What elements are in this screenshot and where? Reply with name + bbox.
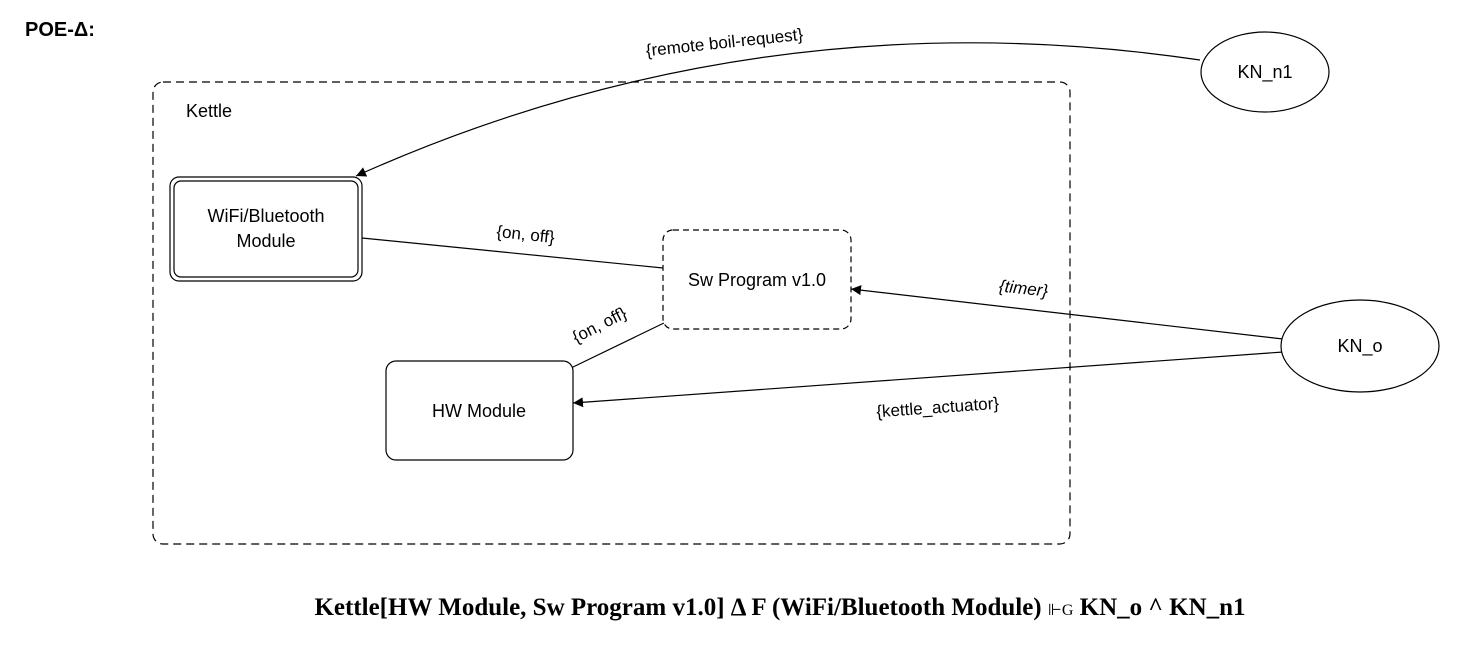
kettle-container <box>152 81 1071 545</box>
hw-module-node: HW Module <box>385 360 574 461</box>
diagram-title: POE-Δ: <box>25 19 95 41</box>
formula-right: KN_o ^ KN_n1 <box>1079 594 1246 621</box>
formula: Kettle[HW Module, Sw Program v1.0] Δ F (… <box>0 594 1482 622</box>
wifi-bluetooth-module: WiFi/Bluetooth Module <box>169 176 363 282</box>
label-kettle-actuator: {kettle_actuator} <box>876 394 1000 422</box>
wifi-module-label-line1: WiFi/Bluetooth <box>207 206 324 226</box>
sw-program-label: Sw Program v1.0 <box>688 270 826 290</box>
edge-sw-to-hw <box>570 321 667 369</box>
wifi-module-label-line2: Module <box>236 231 295 251</box>
kn-n1-node: KN_n1 <box>1200 31 1330 113</box>
formula-left: Kettle[HW Module, Sw Program v1.0] Δ F (… <box>314 594 1042 621</box>
edge-wifi-to-sw <box>361 237 664 269</box>
sw-program-node: Sw Program v1.0 <box>662 229 852 330</box>
label-timer: {timer} <box>998 277 1049 301</box>
kettle-label: Kettle <box>186 101 232 121</box>
kn-n1-label: KN_n1 <box>1237 62 1292 83</box>
formula-turnstile: ⊩G <box>1047 602 1074 619</box>
hw-module-label: HW Module <box>432 401 526 421</box>
edge-timer <box>850 285 1284 340</box>
label-sw-hw: {on, off} <box>569 303 630 347</box>
edge-kettle-actuator <box>572 351 1284 408</box>
kn-o-node: KN_o <box>1280 299 1440 393</box>
label-wifi-sw: {on, off} <box>496 222 556 247</box>
kn-o-label: KN_o <box>1337 336 1382 357</box>
edge-remote-boil-request <box>355 42 1201 177</box>
